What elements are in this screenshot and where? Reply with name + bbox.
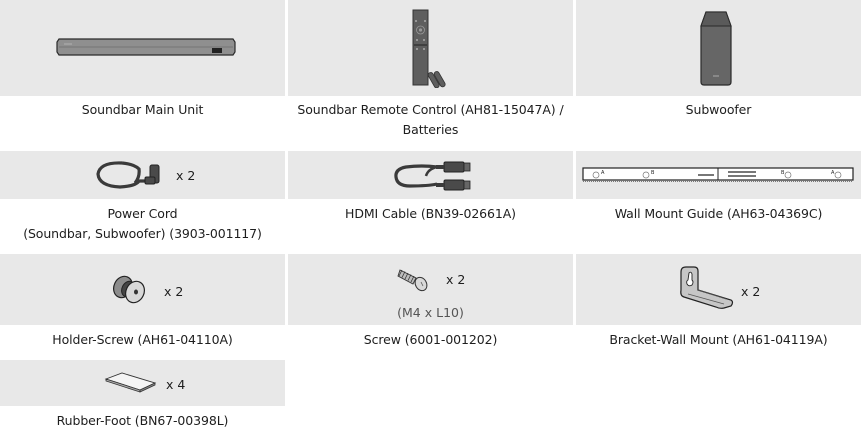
holder-screw-quantity: x 2 (164, 284, 184, 299)
soundbar-label: Soundbar Main Unit (81, 102, 204, 117)
guide-mark-b-right: B (781, 170, 785, 176)
bracket-image-panel: x 2 (576, 254, 861, 325)
guide-mark-a-right: A (831, 170, 835, 176)
subwoofer-label: Subwoofer (685, 102, 752, 117)
power-cord-quantity: x 2 (176, 168, 196, 183)
holder-screw-label: Holder-Screw (AH61-04110A) (52, 332, 233, 347)
holder-screw-image-panel: x 2 (0, 254, 285, 325)
remote-label: Soundbar Remote Control (AH81-15047A) / (297, 102, 564, 117)
bracket-wall-mount-icon (680, 266, 734, 309)
power-cord-label: Power Cord (107, 206, 178, 221)
rubber-foot-icon (104, 372, 157, 393)
screw-label: Screw (6001-001202) (363, 332, 498, 347)
rubber-foot-quantity: x 4 (166, 377, 186, 392)
wall-mount-guide-label: Wall Mount Guide (AH63-04369C) (614, 206, 823, 221)
bracket-quantity: x 2 (741, 284, 761, 299)
subwoofer-icon (700, 11, 732, 86)
rubber-foot-label: Rubber-Foot (BN67-00398L) (56, 413, 229, 428)
power-cord-label-line2: (Soundbar, Subwoofer) (3903-001117) (23, 226, 262, 241)
remote-control-icon (412, 9, 446, 88)
remote-label-line2: Batteries (402, 122, 459, 137)
screw-quantity: x 2 (446, 272, 466, 287)
screw-spec: (M4 x L10) (397, 305, 464, 320)
hdmi-cable-icon (394, 161, 471, 191)
rubber-foot-image-panel: x 4 (0, 360, 285, 406)
bracket-wall-mount-label: Bracket-Wall Mount (AH61-04119A) (609, 332, 828, 347)
subwoofer-image-panel (576, 0, 861, 96)
power-cord-icon (96, 161, 160, 189)
holder-screw-icon (113, 275, 145, 304)
screw-icon (397, 269, 428, 292)
power-cord-image-panel: x 2 (0, 151, 285, 199)
soundbar-image-panel (0, 0, 285, 96)
hdmi-cable-label: HDMI Cable (BN39-02661A) (345, 206, 516, 221)
guide-mark-a-left: A (601, 170, 605, 176)
wall-mount-guide-image-panel: A B B A (576, 151, 861, 199)
wall-mount-guide-icon: A B B A (582, 167, 854, 182)
hdmi-cable-image-panel (288, 151, 573, 199)
remote-image-panel (288, 0, 573, 96)
guide-mark-b-left: B (651, 170, 655, 176)
screw-image-panel: x 2 (M4 x L10) (288, 254, 573, 325)
soundbar-icon (56, 38, 236, 56)
